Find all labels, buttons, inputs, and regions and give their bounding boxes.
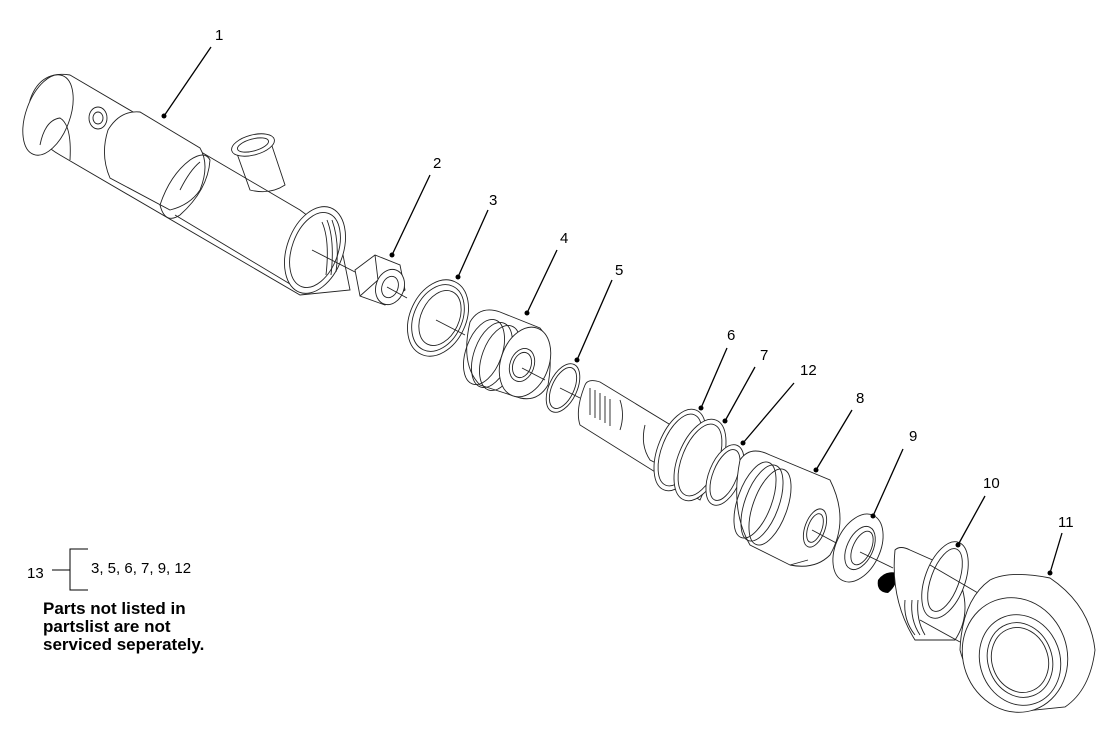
service-note: Parts not listed in partslist are not se… xyxy=(43,600,204,654)
service-note-line: partslist are not xyxy=(43,617,171,636)
part-4-piston xyxy=(463,309,552,400)
part-black-pin xyxy=(877,572,898,593)
callout-1: 1 xyxy=(215,27,223,44)
part-11-rod-eye xyxy=(959,574,1096,713)
callout-3: 3 xyxy=(489,192,497,209)
part-10-collar xyxy=(893,541,991,643)
callout-9: 9 xyxy=(909,428,917,445)
part-5-o-ring xyxy=(545,363,581,413)
callout-6: 6 xyxy=(727,327,735,344)
callout-11: 11 xyxy=(1058,514,1074,531)
callout-7: 7 xyxy=(760,347,768,364)
part-3-washer xyxy=(407,279,469,357)
service-note-line: serviced seperately. xyxy=(43,635,205,654)
kit-bracket xyxy=(52,548,88,591)
callout-10: 10 xyxy=(983,475,1000,492)
part-2-hex-nut xyxy=(354,254,408,306)
callout-12: 12 xyxy=(800,362,817,379)
callout-5: 5 xyxy=(615,262,623,279)
part-1-cylinder-body xyxy=(22,73,356,296)
kit-contents: 3, 5, 6, 7, 9, 12 xyxy=(91,560,192,577)
callout-2: 2 xyxy=(433,155,441,172)
part-8-gland xyxy=(733,450,841,567)
callout-4: 4 xyxy=(560,230,568,247)
service-note-line: Parts not listed in xyxy=(43,599,186,618)
kit-number: 13 xyxy=(27,565,44,582)
callout-8: 8 xyxy=(856,390,864,407)
callout-leaders xyxy=(161,46,1063,576)
callout-labels: 1 2 3 4 5 6 7 12 8 9 10 11 xyxy=(215,27,1074,531)
